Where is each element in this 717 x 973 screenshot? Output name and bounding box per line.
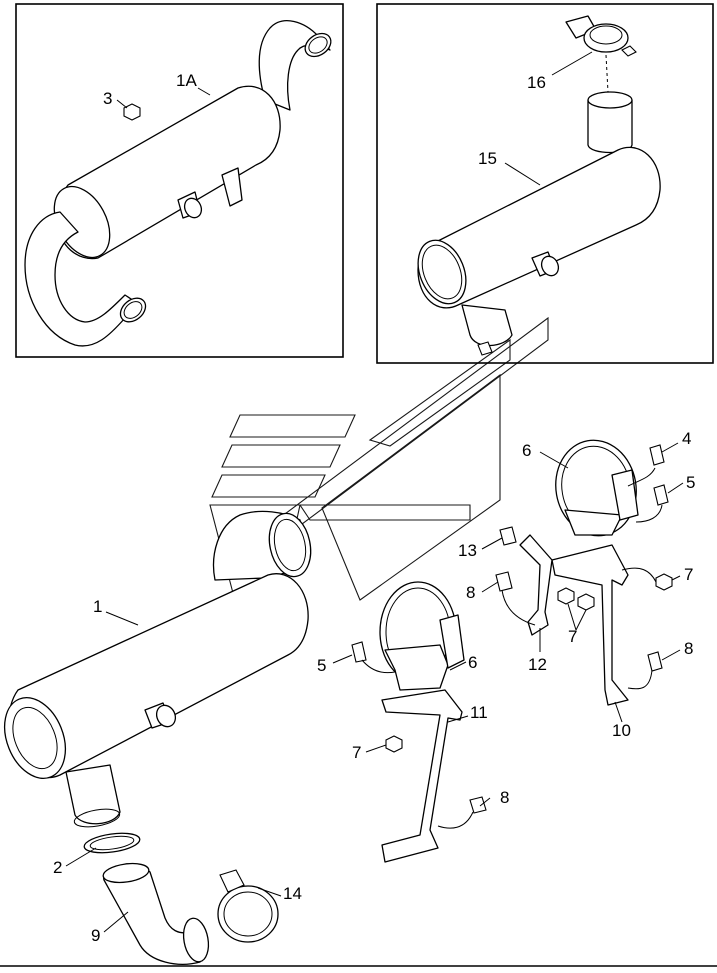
label-part-1: 1 — [93, 597, 102, 616]
label-part-3: 3 — [103, 89, 112, 108]
leader-part-1a — [197, 87, 211, 96]
label-part-15: 15 — [478, 149, 497, 168]
bracket-11-assembly-drawing — [351, 581, 487, 863]
label-part-9: 9 — [91, 926, 100, 945]
label-part-7-center: 7 — [568, 627, 577, 646]
label-part-2: 2 — [53, 858, 62, 877]
label-part-11: 11 — [470, 703, 488, 722]
label-part-5-left: 5 — [317, 656, 326, 675]
label-part-8-lower: 8 — [500, 788, 509, 807]
muffler-15-drawing — [417, 15, 661, 356]
label-part-5-right: 5 — [686, 473, 695, 492]
label-part-7-left: 7 — [352, 743, 361, 762]
label-part-7-right: 7 — [684, 565, 693, 584]
label-part-6-right: 6 — [522, 441, 531, 460]
label-part-13: 13 — [458, 541, 477, 560]
inset-b-frame — [376, 3, 714, 364]
leader-lines — [65, 442, 684, 933]
label-part-14: 14 — [283, 884, 302, 903]
muffler-assembly-1a-drawing — [24, 20, 332, 347]
leader-part-16 — [551, 51, 593, 76]
muffler-1-drawing — [3, 510, 312, 965]
inset-a-frame — [15, 3, 344, 358]
label-part-16: 16 — [527, 73, 546, 92]
watermark-logo — [209, 316, 549, 621]
leader-part-15 — [504, 162, 541, 186]
label-part-8-right: 8 — [684, 639, 693, 658]
label-part-10: 10 — [612, 721, 631, 740]
bracket-10-12-assembly-drawing — [495, 439, 673, 706]
label-part-8-upper: 8 — [466, 583, 475, 602]
label-part-12: 12 — [528, 655, 547, 674]
leader-part-3 — [116, 99, 128, 109]
label-part-1a: 1A — [176, 71, 197, 90]
label-part-4: 4 — [682, 429, 691, 448]
label-part-6-left: 6 — [468, 653, 477, 672]
